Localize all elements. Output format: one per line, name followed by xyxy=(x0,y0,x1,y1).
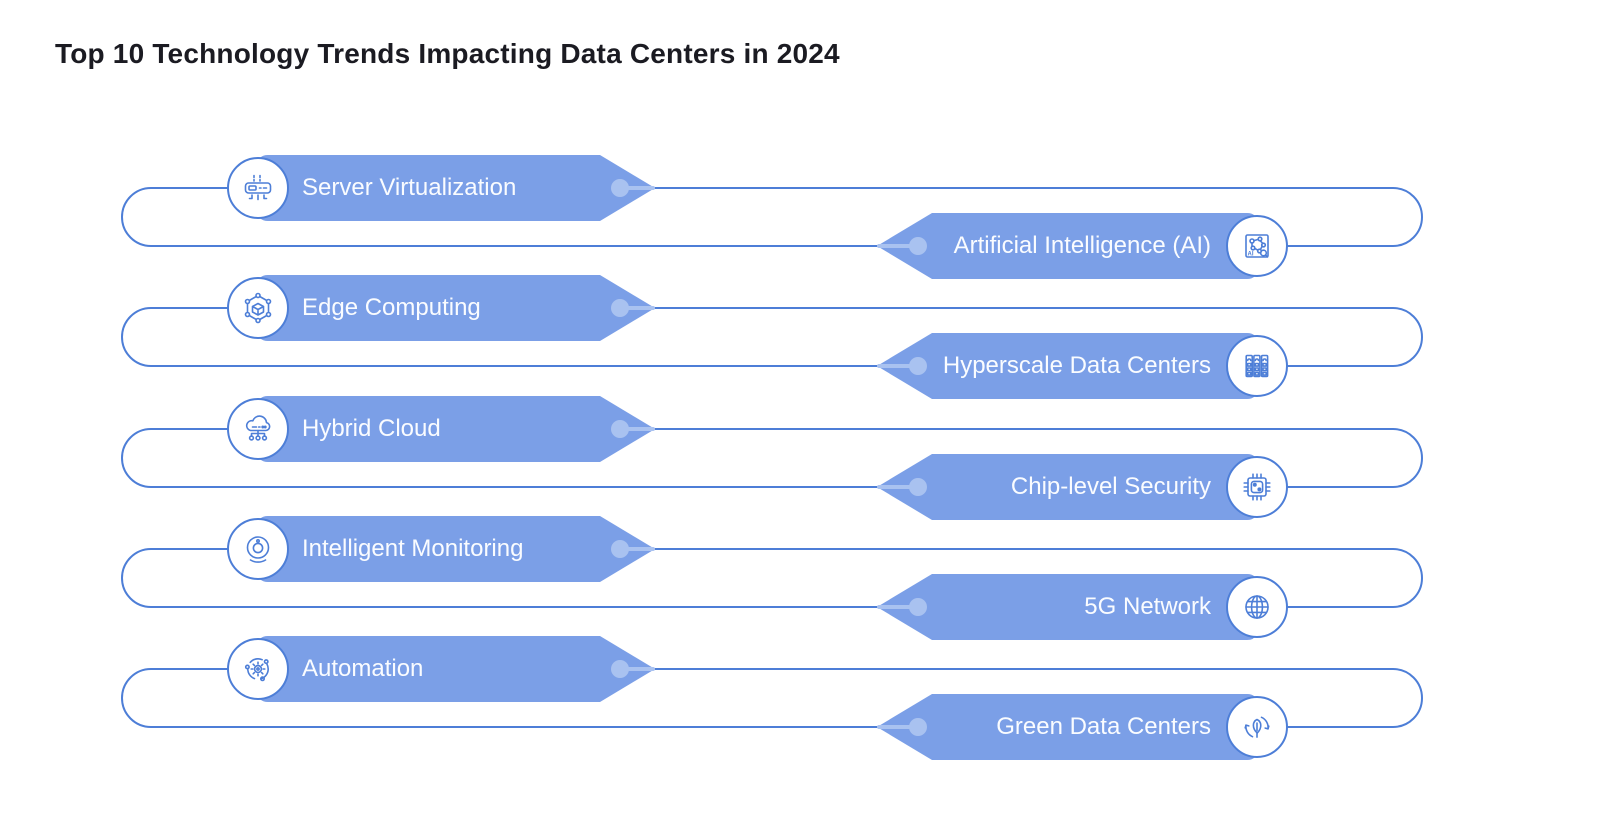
banner-label: Server Virtualization xyxy=(302,174,517,201)
banner-hyperscale-data-centers: Hyperscale Data Centers xyxy=(877,333,1257,399)
banner-label: Artificial Intelligence (AI) xyxy=(953,232,1211,259)
connector-dot xyxy=(611,420,629,438)
banner-label: Intelligent Monitoring xyxy=(302,535,524,562)
tip-connector-line xyxy=(877,605,918,609)
banner-green-data-centers: Green Data Centers xyxy=(877,694,1257,760)
tip-connector-line xyxy=(877,244,918,248)
leaf-recycle-icon xyxy=(1226,696,1288,758)
edge-cube-network-icon xyxy=(227,277,289,339)
tip-connector-line xyxy=(620,186,655,190)
banner-label: Chip-level Security xyxy=(1010,473,1211,500)
banner-server-virtualization: Server Virtualization xyxy=(258,155,655,221)
connector-dot xyxy=(909,718,927,736)
server-racks-icon xyxy=(1226,335,1288,397)
banner-chip-level-security: Chip-level Security xyxy=(877,454,1257,520)
gear-orbit-icon xyxy=(227,638,289,700)
banner-edge-computing: Edge Computing xyxy=(258,275,655,341)
banner-artificial-intelligence: Artificial Intelligence (AI) xyxy=(877,213,1257,279)
connector-dot xyxy=(909,598,927,616)
secure-chip-icon xyxy=(1226,456,1288,518)
banner-label: Automation xyxy=(302,655,424,682)
webcam-monitor-icon xyxy=(227,518,289,580)
connector-loop xyxy=(121,428,1423,488)
tip-connector-line xyxy=(877,725,918,729)
connector-dot xyxy=(611,660,629,678)
globe-network-icon xyxy=(1226,576,1288,638)
banner-intelligent-monitoring: Intelligent Monitoring xyxy=(258,516,655,582)
banner-hybrid-cloud: Hybrid Cloud xyxy=(258,396,655,462)
connector-loop xyxy=(121,548,1423,608)
connector-dot xyxy=(909,237,927,255)
connector-loop xyxy=(121,668,1423,728)
banner-label: Green Data Centers xyxy=(996,713,1211,740)
banner-automation: Automation xyxy=(258,636,655,702)
svg-text:AI: AI xyxy=(1248,252,1254,258)
tip-connector-line xyxy=(877,364,918,368)
tip-connector-line xyxy=(877,485,918,489)
connector-loop xyxy=(121,307,1423,367)
ai-circuit-icon: AI xyxy=(1226,215,1288,277)
server-virtualization-icon xyxy=(227,157,289,219)
banner-label: Hyperscale Data Centers xyxy=(942,352,1211,379)
connector-dot xyxy=(909,478,927,496)
tip-connector-line xyxy=(620,547,655,551)
connector-dot xyxy=(611,540,629,558)
connector-dot xyxy=(611,299,629,317)
page-title: Top 10 Technology Trends Impacting Data … xyxy=(55,38,840,69)
connector-loop xyxy=(121,187,1423,247)
connector-dot xyxy=(611,179,629,197)
tip-connector-line xyxy=(620,427,655,431)
banner-label: Hybrid Cloud xyxy=(302,415,441,442)
tip-connector-line xyxy=(620,667,655,671)
banner-5g-network: 5G Network xyxy=(877,574,1257,640)
banner-label: 5G Network xyxy=(1084,593,1211,620)
cloud-network-icon xyxy=(227,398,289,460)
tip-connector-line xyxy=(620,306,655,310)
banner-label: Edge Computing xyxy=(302,294,481,321)
connector-dot xyxy=(909,357,927,375)
